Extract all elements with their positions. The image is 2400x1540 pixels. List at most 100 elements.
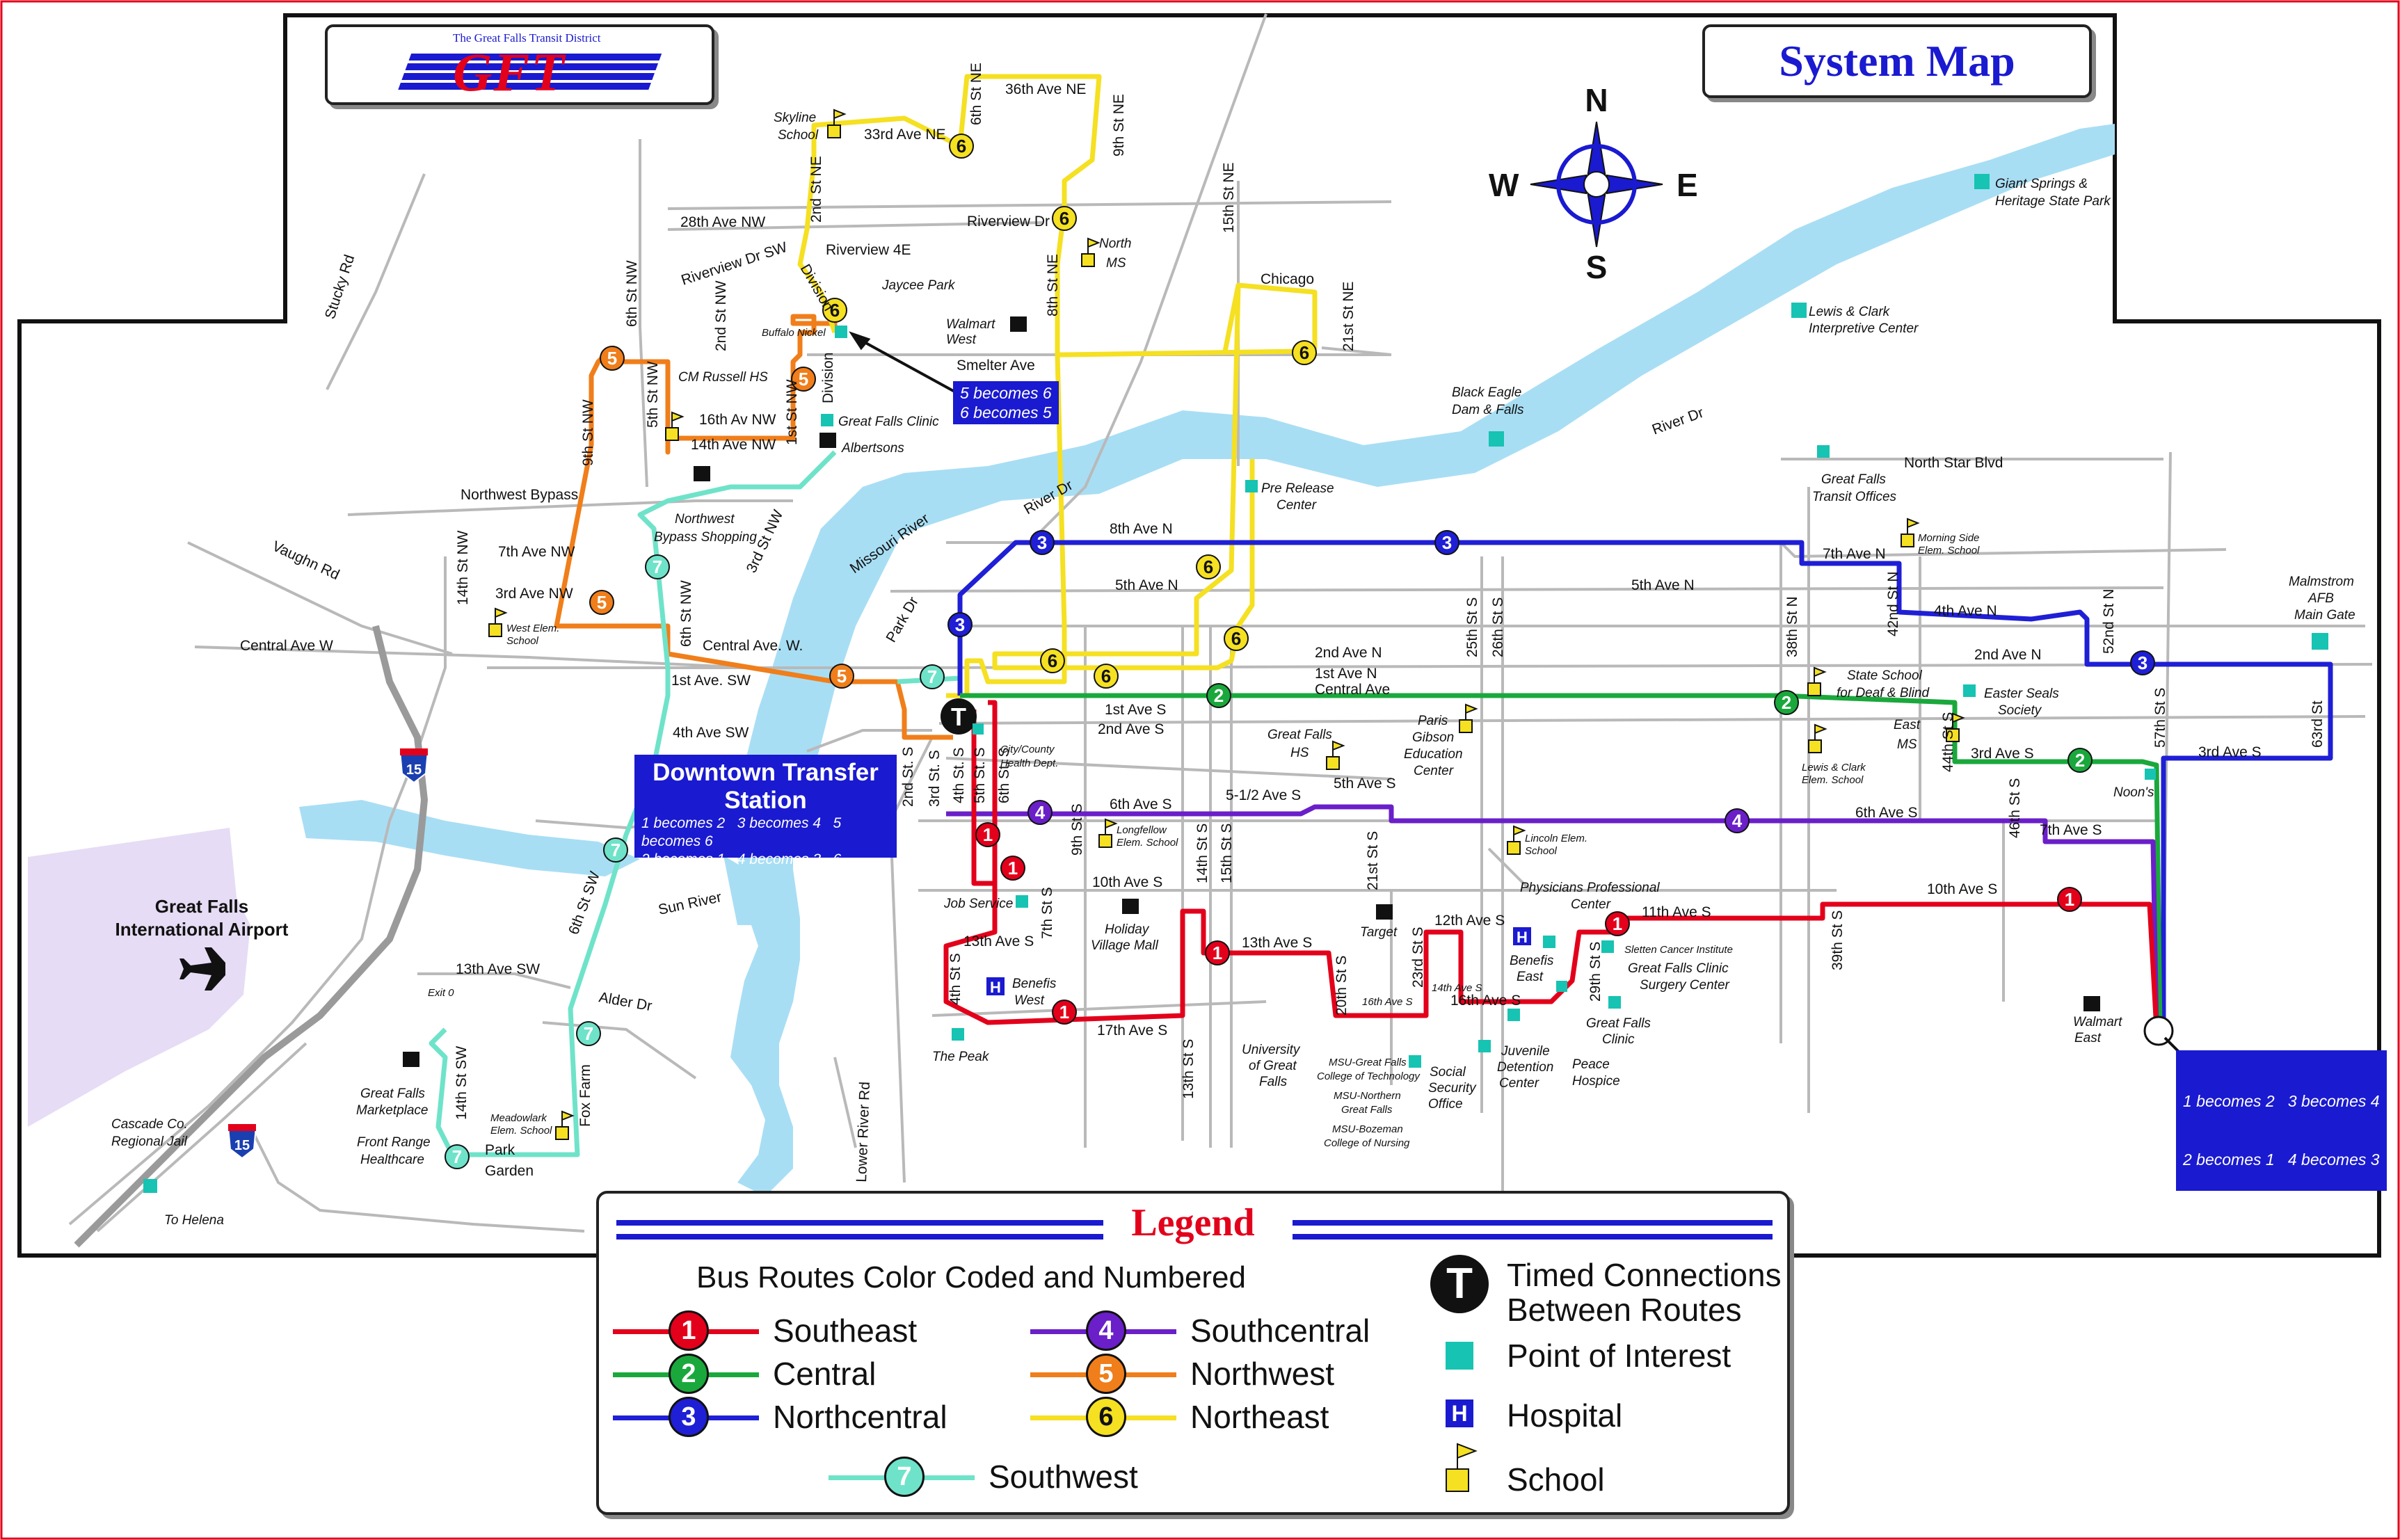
place-label: MSU-Great Falls — [1329, 1057, 1407, 1068]
place-label: Longfellow — [1117, 824, 1167, 836]
place-label: Morning Side — [1918, 532, 1979, 544]
poi-marker — [1974, 174, 1990, 189]
place-label: School — [778, 128, 819, 143]
svg-text:6: 6 — [1231, 628, 1241, 649]
route-name: Northeast — [1190, 1399, 1329, 1435]
street-label: 16th Ave S — [1450, 993, 1521, 1009]
place-label: College of Nursing — [1324, 1137, 1410, 1149]
poi-marker — [835, 326, 847, 338]
place-label: of Great — [1249, 1059, 1297, 1073]
legend-bar-left — [616, 1220, 1103, 1240]
svg-text:4: 4 — [1035, 802, 1046, 823]
svg-text:7: 7 — [452, 1146, 462, 1167]
street-label: 6th Ave S — [1855, 805, 1918, 821]
svg-text:3: 3 — [1442, 532, 1452, 553]
route-badge: 1 — [2057, 887, 2082, 912]
street-label: 12th Ave S — [1434, 913, 1505, 929]
route-4-southcentral[interactable] — [946, 804, 2159, 1030]
place-label: University — [1242, 1043, 1301, 1057]
poi-marker — [2145, 769, 2156, 780]
place-label: North — [1099, 236, 1131, 251]
svg-text:6: 6 — [1203, 556, 1213, 577]
route-name: Central — [773, 1356, 877, 1392]
street-label: 5th St NW — [645, 361, 661, 428]
place-label: Northwest — [675, 512, 735, 527]
route-badge: 6 — [1224, 626, 1249, 651]
street-label: 14th Ave S — [1432, 982, 1482, 994]
place-label: Lewis & Clark — [1802, 762, 1866, 773]
place-label: Education — [1404, 747, 1463, 762]
school-icon — [1098, 818, 1118, 848]
poi-marker — [821, 414, 833, 426]
place-label: Society — [1998, 703, 2042, 718]
school-icon — [1901, 518, 1920, 547]
compass-rose: N S E W — [1489, 82, 1698, 285]
poi-marker — [1245, 480, 1258, 492]
route-badge: 1 — [1205, 940, 1230, 965]
street-label: 6th Ave S — [1110, 796, 1172, 812]
street-label: 16th Av NW — [699, 412, 776, 428]
place-label: Center — [1414, 764, 1454, 778]
road-network — [68, 13, 2373, 1233]
place-label: Great Falls — [1341, 1104, 1393, 1116]
street-label: 14th St NW — [455, 530, 471, 605]
legend-panel: Legend Bus Routes Color Coded and Number… — [596, 1191, 1790, 1515]
school-icon — [1807, 666, 1827, 696]
note-line: 1 becomes 2 3 becomes 4 — [2183, 1092, 2380, 1110]
place-label: Elem. School — [1918, 545, 1980, 556]
street-label: Central Ave. W. — [703, 638, 803, 654]
route-1-southeast[interactable] — [943, 700, 2159, 1030]
street-label: 4th Ave SW — [673, 725, 749, 741]
route-badge: 2 — [2067, 748, 2093, 773]
svg-text:1: 1 — [1059, 1002, 1069, 1022]
street-label: 15th St S — [1219, 824, 1235, 883]
school-icon — [555, 1110, 575, 1140]
street-label: Riverview 4E — [826, 242, 911, 258]
legend-school-text: School — [1507, 1461, 1605, 1498]
place-label: School — [1525, 845, 1558, 857]
shopping-bag-icon — [694, 466, 710, 481]
timed-connection-marker[interactable]: T — [941, 698, 977, 735]
place-label: Dam & Falls — [1452, 403, 1524, 417]
dts-title-line1: Downtown Transfer — [653, 759, 879, 786]
street-label: 8th Ave N — [1110, 521, 1173, 537]
street-label: 7th Ave NW — [498, 544, 575, 560]
street-label: To Helena — [164, 1213, 224, 1228]
poi-marker — [1507, 1009, 1520, 1021]
place-label: MSU-Bozeman — [1332, 1123, 1403, 1135]
street-label: 4th St. S — [951, 747, 967, 803]
route-badge: 3 — [669, 1397, 709, 1437]
east-transfer-note: 1 becomes 2 3 becomes 4 2 becomes 1 4 be… — [2176, 1050, 2387, 1191]
place-label: City/County — [1000, 744, 1055, 755]
street-label: 14th St SW — [454, 1046, 470, 1120]
route-6-northeast[interactable] — [797, 74, 1318, 698]
place-label: East — [1894, 718, 1921, 732]
route-5-6-note: 5 becomes 6 6 becomes 5 — [953, 381, 1059, 424]
street-label: Garden — [485, 1163, 534, 1179]
shopping-bag-icon — [1122, 899, 1139, 914]
street-label: 52nd St N — [2101, 589, 2117, 654]
place-label: Marketplace — [356, 1103, 429, 1118]
route-badge: 5 — [1086, 1354, 1126, 1394]
route-3-northcentral[interactable] — [957, 540, 2333, 1029]
street-label: 11th Ave S — [1642, 904, 1711, 920]
compass-north-label: N — [1585, 82, 1608, 118]
poi-marker — [1608, 996, 1621, 1009]
svg-text:H: H — [1517, 929, 1528, 946]
dts-transfer-row: 2 becomes 1 4 becomes 3 6 becomes 5 — [634, 851, 897, 887]
map-boundary — [17, 13, 2381, 1258]
route-badge: 6 — [822, 298, 847, 323]
place-label: MS — [1106, 256, 1126, 271]
poi-marker — [1601, 940, 1614, 953]
route-5-northwest[interactable] — [554, 314, 953, 740]
place-label: Jaycee Park — [881, 278, 956, 293]
place-label: Benefis — [1012, 977, 1057, 991]
street-label: Exit 0 — [428, 987, 454, 999]
poi-marker — [1016, 895, 1028, 908]
note-line: 6 becomes 5 — [960, 403, 1052, 422]
place-label: Buffalo Nickel — [762, 327, 826, 339]
svg-text:2: 2 — [1214, 685, 1224, 706]
